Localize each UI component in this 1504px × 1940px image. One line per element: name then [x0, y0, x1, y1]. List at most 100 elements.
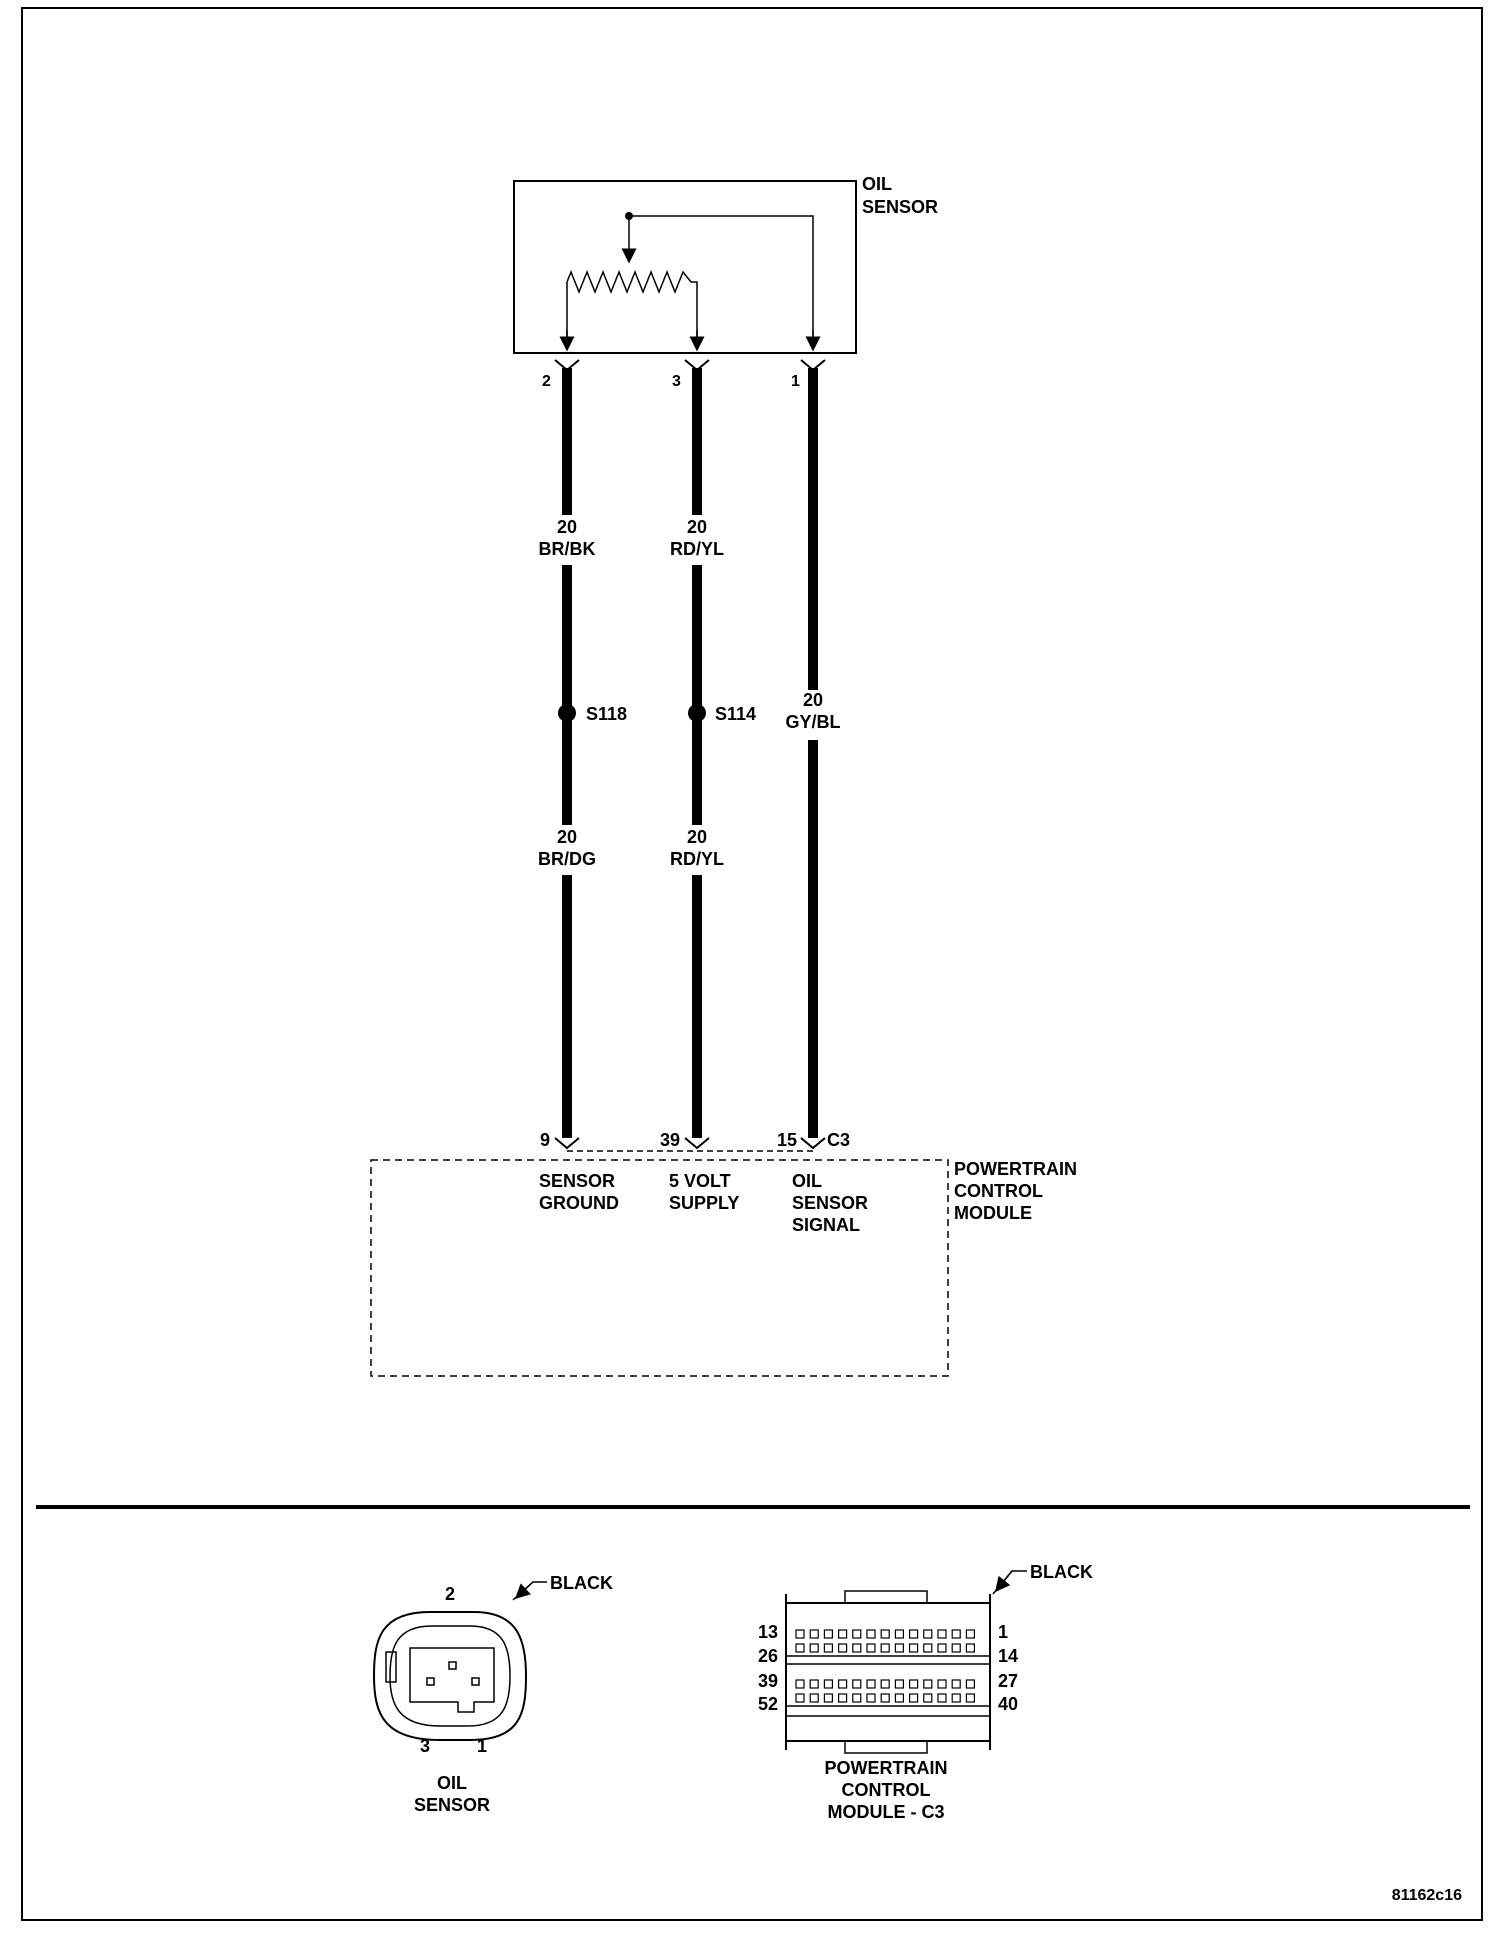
oil-sensor-connector-view: BLACK 2 3 1 OIL SENSOR — [372, 1573, 613, 1815]
connector-cavity — [852, 1643, 862, 1653]
connector-cavity — [923, 1643, 933, 1653]
connector-cavity — [951, 1629, 961, 1639]
connector-cavity — [852, 1679, 862, 1689]
connector-pin-number: 26 — [758, 1646, 778, 1666]
connector-cavity — [923, 1693, 933, 1703]
connector-cavity — [809, 1643, 819, 1653]
connector-pin-number: 27 — [998, 1671, 1018, 1691]
pcm-box — [370, 1159, 949, 1377]
connector-cavity — [866, 1629, 876, 1639]
wire-gauge: 20 — [803, 690, 823, 710]
pcm-label: POWERTRAIN — [954, 1159, 1077, 1179]
connector-cavity — [965, 1629, 976, 1639]
pcm-c3-connector-view: BLACK 13 26 39 52 1 14 27 40 POWERTRAIN … — [758, 1562, 1093, 1822]
pcm-component: POWERTRAIN CONTROL MODULE SENSOR GROUND … — [370, 1159, 1077, 1377]
connector-body — [785, 1602, 991, 1742]
connector-cavity — [837, 1643, 848, 1653]
connector-terminal — [471, 1677, 480, 1686]
connector-terminal — [426, 1677, 435, 1686]
connector-pin-number: 52 — [758, 1694, 778, 1714]
oil-sensor-label: SENSOR — [862, 197, 938, 217]
connector-cavity — [866, 1643, 876, 1653]
connector-cavity — [795, 1693, 805, 1703]
connector-cavity — [894, 1629, 905, 1639]
wire-gauge: 20 — [687, 827, 707, 847]
connector-cavity — [823, 1629, 834, 1639]
connector-pin-number: 1 — [477, 1736, 487, 1756]
page-frame — [21, 7, 1483, 1921]
wire-color: BR/BK — [539, 539, 596, 559]
wire-gauge: 20 — [557, 517, 577, 537]
connector-cavity — [923, 1629, 933, 1639]
connector-cavity — [852, 1693, 862, 1703]
connector-face — [409, 1647, 495, 1713]
connector-cavity — [951, 1643, 961, 1653]
connector-cavity — [837, 1679, 848, 1689]
connector-outer-shell — [372, 1611, 528, 1741]
connector-latch — [385, 1651, 397, 1683]
oil-sensor-box — [513, 180, 857, 354]
terminal-oil-sensor-signal: OIL — [792, 1171, 822, 1191]
connector-cavity — [965, 1679, 976, 1689]
connector-cavity — [866, 1679, 876, 1689]
terminal-5v-supply: 5 VOLT — [669, 1171, 731, 1191]
connector-inner-shell — [389, 1625, 511, 1727]
connector-cavity — [894, 1643, 905, 1653]
splice-supply — [688, 704, 706, 722]
connector-cavity — [937, 1679, 947, 1689]
resistor-right-lead — [691, 281, 698, 349]
wiper-lead — [629, 215, 814, 349]
connector-cavity — [908, 1679, 919, 1689]
connector-cavity — [894, 1693, 905, 1703]
connector-cavity — [965, 1693, 976, 1703]
connector-cavity — [880, 1629, 890, 1639]
connector-cavity — [937, 1629, 947, 1639]
connector-cavity — [809, 1629, 819, 1639]
pin-label-supply-top: 3 — [672, 373, 681, 390]
pin-label-ground-top: 2 — [542, 373, 551, 390]
connector-pin-number: 13 — [758, 1622, 778, 1642]
pcm-pin-supply: 39 — [660, 1130, 680, 1150]
connector-cavity — [795, 1643, 805, 1653]
connector-cavity — [823, 1643, 834, 1653]
pin-label-signal-top: 1 — [791, 373, 800, 390]
terminal-oil-sensor-signal: SIGNAL — [792, 1215, 860, 1235]
potentiometer-resistor — [566, 269, 692, 295]
connector-cavity — [965, 1643, 976, 1653]
wire-color: BR/DG — [538, 849, 596, 869]
connector-cavity — [852, 1629, 862, 1639]
connector-pin-number: 40 — [998, 1694, 1018, 1714]
splice-label-ground: S118 — [586, 704, 627, 724]
connector-cavity — [795, 1679, 805, 1689]
wire-gauge: 20 — [687, 517, 707, 537]
terminal-oil-sensor-signal: SENSOR — [792, 1193, 868, 1213]
connector-cavity — [880, 1643, 890, 1653]
connector-cavity — [908, 1629, 919, 1639]
connector-cavity — [823, 1693, 834, 1703]
connector-name: CONTROL — [842, 1780, 931, 1800]
terminal-sensor-ground: GROUND — [539, 1193, 619, 1213]
sensor-connector-chevrons — [554, 359, 826, 372]
connector-pin-number: 1 — [998, 1622, 1008, 1642]
splice-ground — [558, 704, 576, 722]
pcm-label: MODULE — [954, 1203, 1032, 1223]
pcm-connector-chevrons — [554, 1137, 826, 1150]
terminal-sensor-ground: SENSOR — [539, 1171, 615, 1191]
connector-row-divider — [785, 1705, 991, 1717]
connector-top-key — [844, 1590, 928, 1604]
connector-row-divider — [785, 1655, 991, 1665]
connector-pin-number: 14 — [998, 1646, 1018, 1666]
terminal-5v-supply: SUPPLY — [669, 1193, 739, 1213]
pcm-pin-ground: 9 — [540, 1130, 550, 1150]
connector-pin-number: 2 — [445, 1584, 455, 1604]
connector-bottom-key — [844, 1740, 928, 1754]
wire-color: RD/YL — [670, 539, 724, 559]
connector-cavity — [923, 1679, 933, 1689]
connector-name: OIL — [437, 1773, 467, 1793]
oil-sensor-component: OIL SENSOR — [513, 174, 938, 354]
connector-cavity — [837, 1629, 848, 1639]
connector-pin-number: 39 — [758, 1671, 778, 1691]
wire-color: RD/YL — [670, 849, 724, 869]
pcm-connector-id: C3 — [827, 1130, 850, 1150]
connector-terminal — [448, 1661, 457, 1670]
